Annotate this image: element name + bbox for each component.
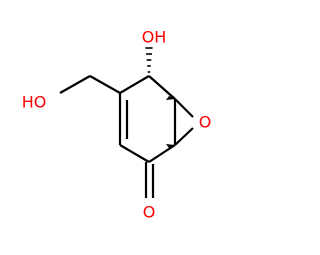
atom-label-oh-top: OH (142, 28, 167, 47)
molecule-structure: OH HO O O (22, 28, 212, 222)
bond-c4-ch2 (89, 75, 121, 94)
bond-c1-o-epoxide (174, 127, 194, 146)
bond-c6-o-epoxide (174, 98, 194, 118)
atom-label-o-ketone: O (143, 203, 156, 222)
hashed-wedge-c5-oh (145, 47, 153, 73)
bond-ch2-oh (59, 75, 91, 94)
bold-wedge-c6 (166, 96, 175, 100)
molecule-canvas: OH HO O O (21, 27, 212, 222)
atom-label-o-epoxide: O (199, 113, 212, 132)
atom-label-ho-left: HO (22, 93, 47, 112)
bond-c4-c5 (119, 75, 150, 94)
bond-c2-c3 (119, 144, 150, 163)
bold-wedge-c1 (166, 144, 175, 148)
bond-c1-c2 (148, 144, 176, 163)
bond-c5-c6 (148, 75, 176, 100)
